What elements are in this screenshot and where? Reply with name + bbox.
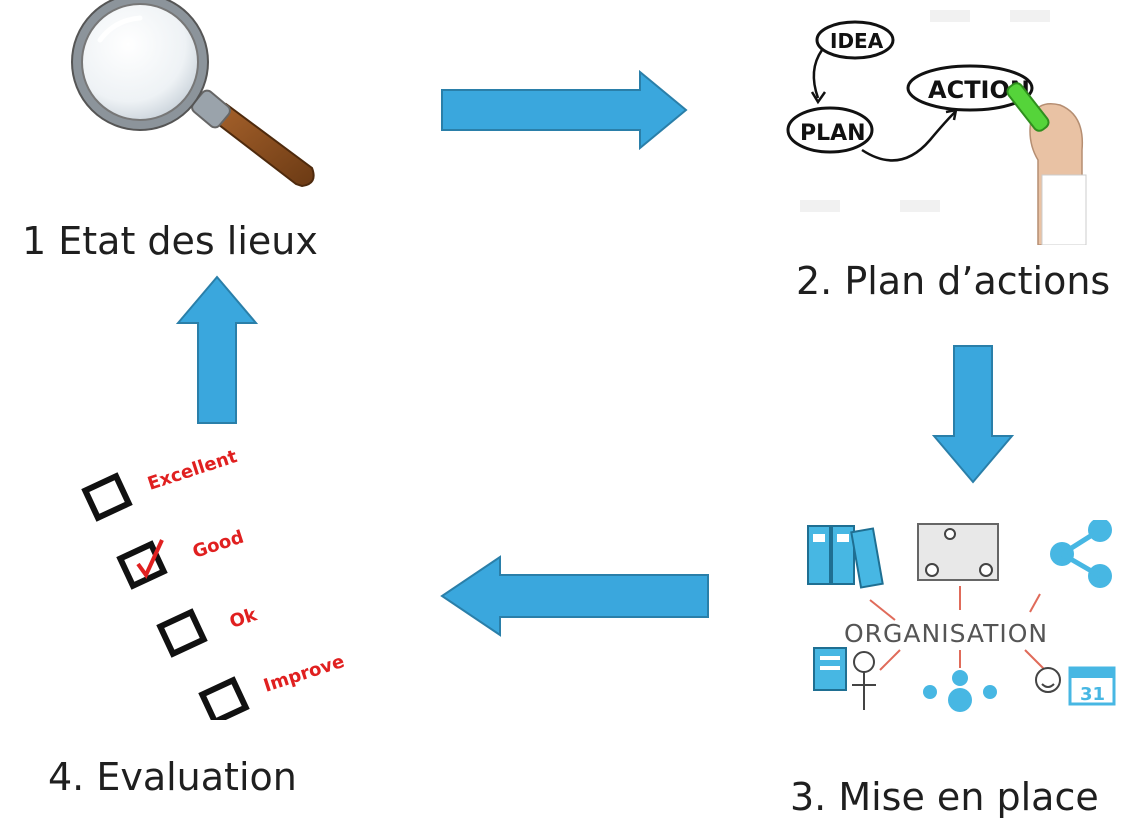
idea-plan-action-sketch-icon: IDEA ACTION PLAN	[770, 10, 1100, 245]
idea-text: IDEA	[830, 29, 884, 53]
checklist-icon: Excellent Good Ok Improve	[80, 440, 380, 720]
magnifying-glass-icon	[60, 0, 330, 190]
step-1-label: 1 Etat des lieux	[22, 219, 318, 263]
arrow-up-icon	[176, 275, 258, 425]
step-2-label: 2. Plan d’actions	[796, 259, 1111, 303]
arrow-right-icon	[440, 70, 688, 150]
calendar-day: 31	[1080, 684, 1105, 705]
organisation-title: ORGANISATION	[844, 619, 1048, 648]
arrow-down-icon	[932, 344, 1014, 484]
magnifying-glass-svg	[71, 0, 315, 188]
step-4-label: 4. Evaluation	[48, 755, 297, 799]
plan-text: PLAN	[800, 121, 866, 146]
option-excellent: Excellent	[145, 446, 240, 495]
option-good: Good	[190, 527, 246, 563]
option-ok: Ok	[227, 604, 260, 633]
option-improve: Improve	[261, 651, 347, 697]
step-3-label: 3. Mise en place	[790, 775, 1099, 819]
organisation-sketch-icon: ORGANISATION 31	[800, 520, 1122, 725]
arrow-left-icon	[440, 555, 710, 637]
